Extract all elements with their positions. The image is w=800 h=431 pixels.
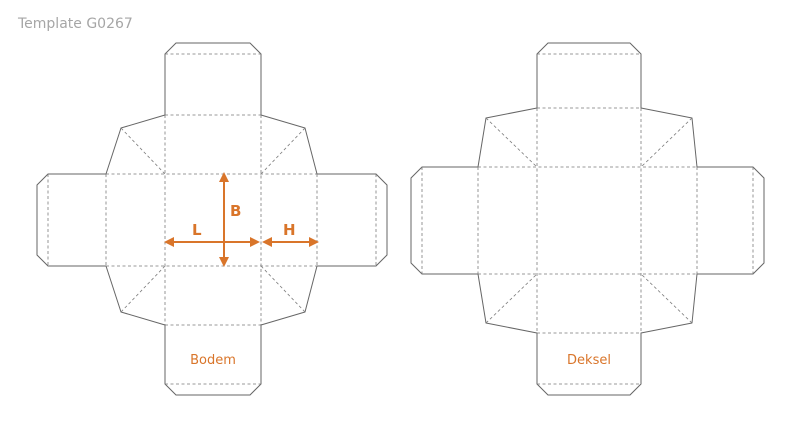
bottom-panel-label: Bodem [190,353,236,368]
bottom-net: B L H Bodem [36,42,388,396]
height-arrow-head-left [262,237,272,247]
dimension-arrows: B L H [164,172,319,267]
width-label: B [230,202,241,220]
lid-net-fold-lines [421,53,754,385]
length-arrow-head-left [164,237,174,247]
width-arrow-head-top [219,172,229,182]
length-label: L [192,221,202,239]
page-title: Template G0267 [18,16,133,32]
lid-net-outline [410,42,765,396]
length-arrow-head-right [250,237,260,247]
bottom-net-fold-lines [47,53,377,385]
lid-net: Deksel [410,42,765,396]
lid-panel-label: Deksel [567,353,611,368]
bottom-net-outline [36,42,388,396]
height-arrow-head-right [309,237,319,247]
width-arrow-head-bottom [219,257,229,267]
height-label: H [283,221,296,239]
